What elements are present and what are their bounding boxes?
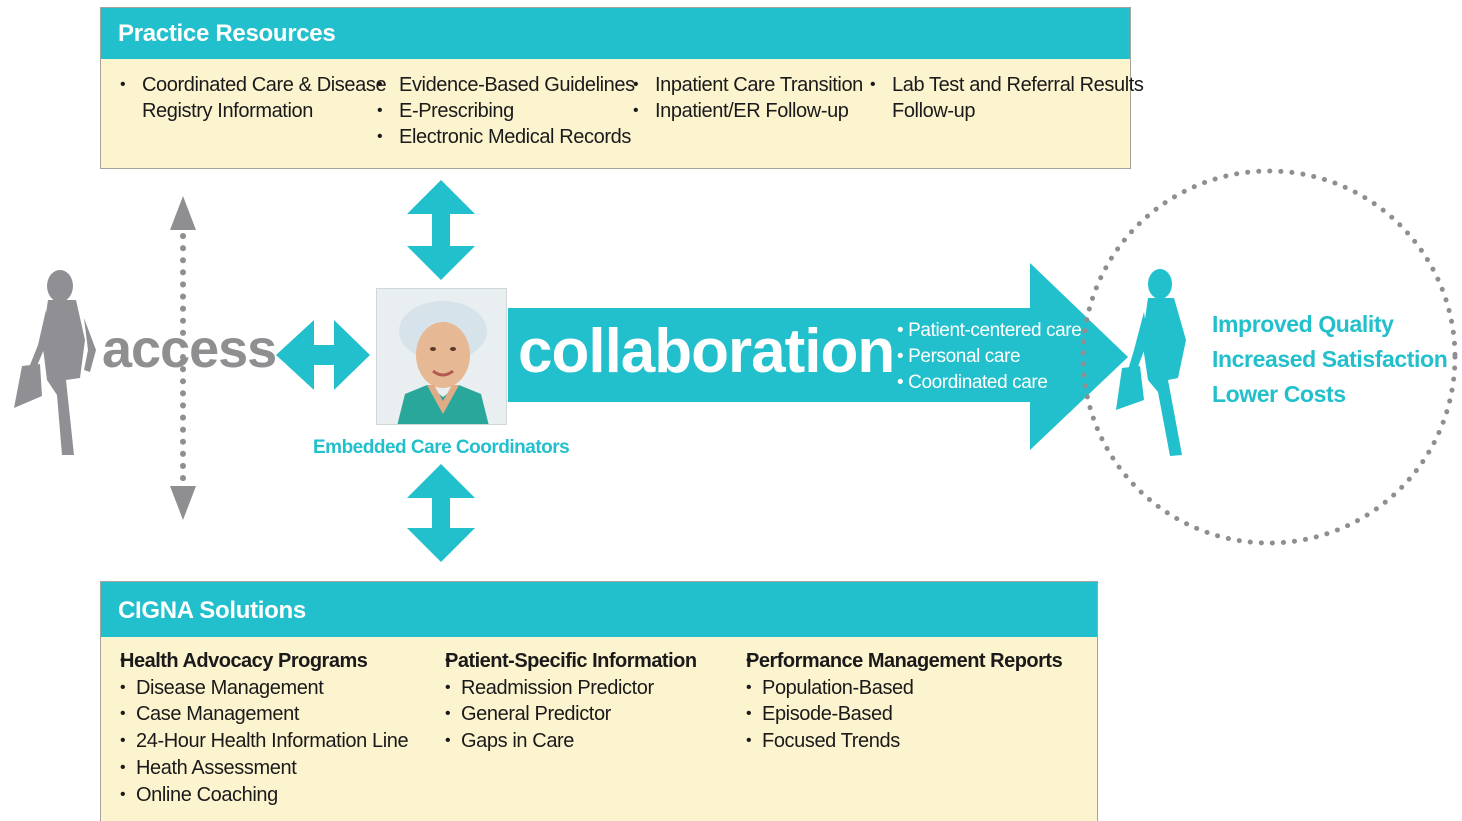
double-arrow-icon [407,464,475,562]
group-heading: Patient-Specific Information [445,648,697,675]
list-item: Personal care [897,344,1081,370]
list-item: Disease Management [120,675,408,702]
cigna-group-health-advocacy: Health Advocacy Programs Disease Managem… [120,648,409,809]
collaboration-label: collaboration [518,317,895,386]
list-item: Evidence-Based Guidelines [374,72,635,98]
walking-woman-gray-icon [14,270,96,455]
outcome-item: Lower Costs [1212,381,1346,407]
list-item: Registry Information [142,100,313,122]
practice-col-3: Inpatient Care Transition Inpatient/ER F… [630,72,863,124]
list-item: Electronic Medical Records [374,124,635,150]
list-item: Coordinated care [897,370,1081,396]
practice-col-4: Lab Test and Referral Results Follow-up [867,72,1144,124]
list-item: Population-Based [746,675,1062,702]
list-item: Readmission Predictor [445,675,697,702]
double-arrow-icon [407,180,475,280]
cigna-group-performance-management: Performance Management Reports Populatio… [746,648,1063,755]
list-item: 24-Hour Health Information Line [120,728,409,755]
group-heading: Health Advocacy Programs [120,648,408,675]
list-item: Inpatient Care Transition [630,72,863,98]
outcome-item: Increased Satisfaction [1212,346,1448,372]
list-item: Inpatient/ER Follow-up [630,98,863,124]
nurse-portrait-icon [377,289,506,424]
collaboration-bullets: Patient-centered care Personal care Coor… [897,318,1082,396]
practice-col-2: Evidence-Based Guidelines E-Prescribing … [374,72,635,150]
outcome-item: Improved Quality [1212,311,1394,337]
list-item: Heath Assessment [120,755,408,782]
list-item: Case Management [120,701,408,728]
care-coordinator-photo [376,288,507,425]
double-arrow-icon [276,320,370,390]
list-item: Focused Trends [746,728,1062,755]
list-item: Episode-Based [746,701,1062,728]
list-item: General Predictor [445,701,697,728]
list-item: Patient-centered care [897,318,1082,344]
practice-resources-box: Practice Resources Coordinated Care & Di… [100,7,1144,169]
group-heading: Performance Management Reports [746,648,1063,675]
practice-resources-title: Practice Resources [101,8,1130,59]
cigna-group-patient-specific: Patient-Specific Information Readmission… [445,648,697,755]
outcomes-list: Improved Quality Increased Satisfaction … [1212,307,1448,412]
list-item: Coordinated Care & Disease [117,72,387,98]
list-item: Gaps in Care [445,728,697,755]
cigna-solutions-title: CIGNA Solutions [101,582,1097,637]
walking-woman-teal-icon [1116,269,1186,456]
practice-col-1: Coordinated Care & Disease Registry Info… [117,72,387,124]
list-item: Online Coaching [120,782,408,809]
list-item: Lab Test and Referral Results [867,72,1144,98]
list-item: Follow-up [892,100,976,122]
access-label: access [102,319,277,379]
cigna-solutions-box: CIGNA Solutions Health Advocacy Programs… [100,581,1098,821]
list-item: E-Prescribing [374,98,635,124]
embedded-care-coordinators-label: Embedded Care Coordinators [313,437,570,458]
